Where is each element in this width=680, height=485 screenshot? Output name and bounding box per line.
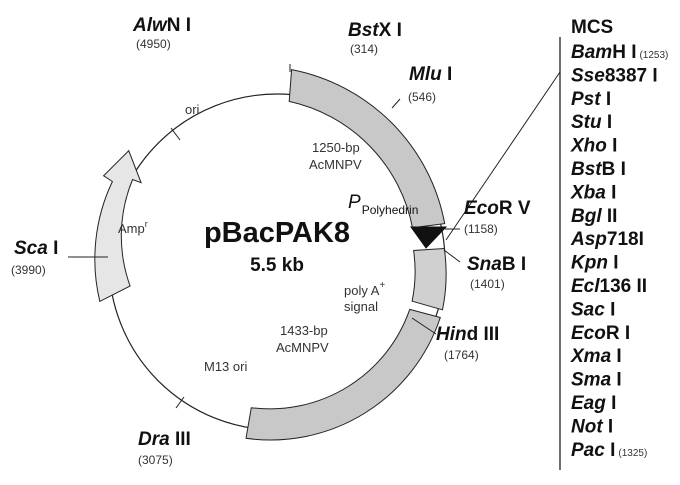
m13-ori-label: M13 ori	[204, 359, 247, 374]
mcs-site: Xba I	[570, 182, 616, 203]
mcs-site: Pst I	[571, 89, 611, 110]
mcs-site: Bgl II	[571, 206, 617, 227]
site-hind3: Hind III	[436, 324, 499, 345]
mcs-site-italic: Xba	[570, 182, 606, 203]
mcs-site-italic: Xho	[570, 136, 607, 157]
mcs-site-italic: Bam	[571, 42, 612, 63]
site-snab1: SnaB I	[467, 254, 526, 275]
mcs-site-italic: Bst	[571, 159, 602, 180]
mcs-site: Pac I(1325)	[571, 440, 647, 461]
polyhedrin-promoter-label: PPolyhedrin	[348, 192, 418, 217]
plasmid-size: 5.5 kb	[250, 255, 304, 276]
mcs-site-rest: I	[602, 112, 613, 133]
site-hind3-pos: (1764)	[444, 348, 479, 362]
polya-label-1: poly A+	[344, 280, 385, 298]
mcs-site: Xho I	[570, 136, 617, 157]
mcs-connector	[445, 71, 561, 241]
downstream-acmnpv-arrow	[245, 308, 441, 441]
mcs-site-pos: (1253)	[639, 50, 668, 61]
mcs-site-italic: Xma	[570, 346, 612, 367]
mcs-site-italic: Asp	[570, 229, 607, 250]
polyhedrin-promoter-arrow	[410, 226, 448, 249]
downstream-label-2: AcMNPV	[276, 340, 329, 355]
mcs-site: Kpn I	[571, 253, 619, 274]
mcs-site-italic: Not	[571, 416, 603, 437]
mcs-site-rest: 136 II	[600, 276, 648, 297]
site-dra3-pos: (3075)	[138, 453, 173, 467]
site-sca1-pos: (3990)	[11, 263, 46, 277]
upstream-acmnpv-arrow	[288, 69, 446, 229]
mcs-site-rest: I	[603, 416, 614, 437]
mcs-site-rest: I	[606, 182, 617, 203]
site-sca1: Sca I	[14, 238, 58, 259]
site-ecorv-pos: (1158)	[464, 222, 498, 236]
mcs-site: Asp718I	[570, 229, 644, 250]
downstream-label-1: 1433-bp	[280, 323, 328, 338]
mcs-site-italic: Pst	[571, 89, 601, 110]
polya-signal-segment	[411, 247, 447, 311]
mcs-site-rest: I	[611, 370, 622, 391]
site-bstx1: BstX I	[348, 20, 402, 41]
ori-label: ori	[185, 102, 200, 117]
mcs-site: BamH I(1253)	[571, 42, 668, 63]
alwn1-tick	[170, 127, 181, 141]
plasmid-name: pBacPAK8	[204, 217, 350, 249]
mcs-site-italic: Bgl	[571, 206, 602, 227]
mcs-site-rest: II	[602, 206, 618, 227]
polya-label-2: signal	[344, 299, 378, 314]
ampr-label: Ampr	[118, 219, 148, 236]
mcs-site: Stu I	[571, 112, 612, 133]
mcs-site-rest: I	[611, 346, 622, 367]
site-bstx1-pos: (314)	[350, 42, 378, 56]
upstream-label-1: 1250-bp	[312, 140, 360, 155]
mcs-title: MCS	[571, 17, 613, 38]
snab1-tick	[443, 249, 461, 263]
mcs-site: EcoR I	[571, 323, 630, 344]
mcs-site-rest: I	[608, 253, 619, 274]
mcs-site-rest: I	[601, 89, 612, 110]
mcs-site-rest: I	[605, 440, 616, 461]
mcs-site-italic: Sma	[571, 370, 612, 391]
mcs-site-rest: I	[606, 393, 617, 414]
site-mlu1-pos: (546)	[408, 90, 436, 104]
hind3-tick	[411, 317, 437, 335]
mcs-site-rest: I	[607, 136, 618, 157]
site-mlu1: Mlu I	[409, 64, 452, 85]
mcs-site-italic: Stu	[571, 112, 602, 133]
mcs-site: Sma I	[571, 370, 622, 391]
mcs-site-italic: Sse	[571, 65, 605, 86]
mcs-site: BstB I	[571, 159, 626, 180]
site-ecorv: EcoR V	[464, 198, 531, 219]
mcs-site-rest: 8387 I	[605, 65, 658, 86]
site-dra3: Dra III	[138, 429, 191, 450]
mcs-site-rest: I	[605, 299, 616, 320]
mcs-site: Sse8387 I	[571, 65, 658, 86]
upstream-label-2: AcMNPV	[309, 157, 362, 172]
mcs-site: Eag I	[571, 393, 616, 414]
mcs-site-italic: Eco	[571, 323, 606, 344]
site-alwn1-pos: (4950)	[136, 37, 171, 51]
mcs-site-rest: 718I	[607, 229, 644, 250]
mcs-site-rest: H I	[612, 42, 636, 63]
mcs-site-italic: Sac	[571, 299, 605, 320]
mcs-site-rest: B I	[602, 159, 626, 180]
mcs-site: Not I	[571, 416, 613, 437]
mcs-site-italic: Kpn	[571, 253, 608, 274]
mcs-site: Ecl136 II	[571, 276, 647, 297]
mcs-site-italic: Pac	[571, 440, 605, 461]
site-snab1-pos: (1401)	[470, 277, 505, 291]
mcs-site-pos: (1325)	[618, 448, 647, 459]
mcs-site-italic: Eag	[571, 393, 606, 414]
mcs-site-italic: Ecl	[571, 276, 600, 297]
mlu1-tick	[391, 98, 401, 109]
ampr-arrow	[94, 149, 142, 303]
mcs-site: Sac I	[571, 299, 615, 320]
site-alwn1: AlwN I	[132, 15, 191, 36]
mcs-site: Xma I	[570, 346, 622, 367]
mcs-site-rest: R I	[606, 323, 630, 344]
dra3-tick	[175, 396, 185, 409]
